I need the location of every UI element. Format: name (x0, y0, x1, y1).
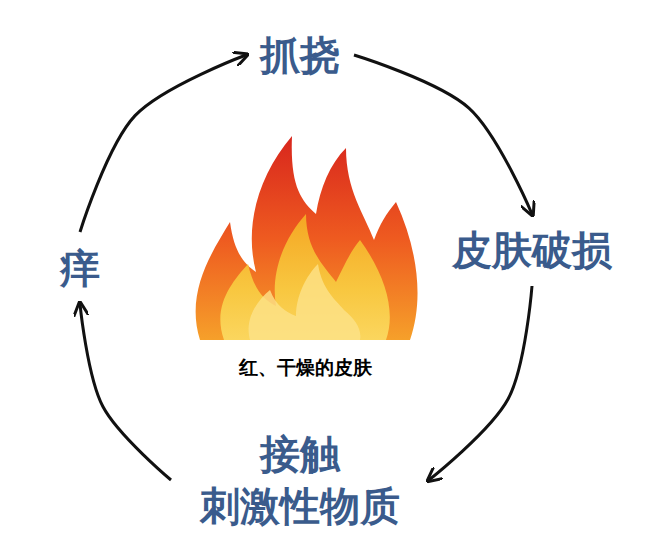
cycle-step: 抓挠 (254, 27, 346, 83)
cycle-arrow (80, 304, 171, 480)
cycle-step: 皮肤破损 (446, 222, 618, 278)
step-text: 痒 (54, 240, 106, 296)
step-text: 抓挠 (254, 27, 346, 83)
cycle-step: 接触 刺激性物质 (179, 426, 421, 534)
flame-core (249, 264, 361, 340)
center-caption: 红、干燥的皮肤 (239, 355, 372, 381)
flame-inner (220, 214, 389, 340)
flame-outer (196, 136, 418, 340)
cycle-arrow (429, 286, 532, 480)
cycle-step: 痒 (54, 240, 106, 296)
step-text: 皮肤破损 (446, 222, 618, 278)
cycle-arrow (354, 55, 532, 214)
cycle-arrow (80, 55, 246, 232)
step-text: 接触 刺激性物质 (179, 426, 421, 534)
